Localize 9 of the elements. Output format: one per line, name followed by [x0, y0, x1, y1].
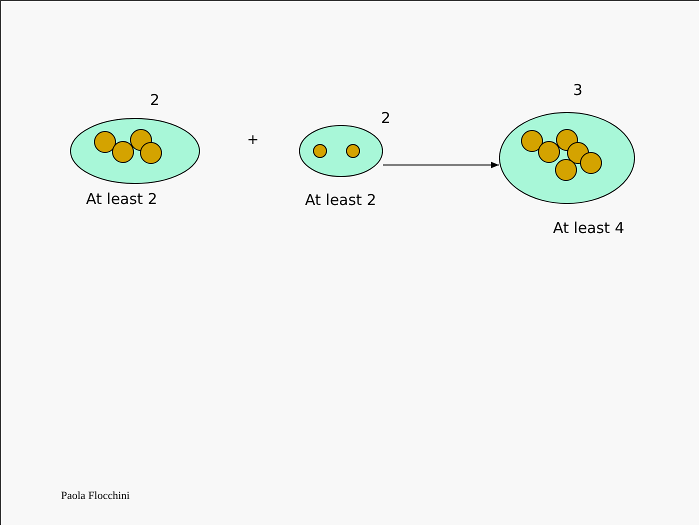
count-label: 2	[150, 91, 160, 109]
arrow	[382, 162, 500, 168]
count-label: 3	[573, 81, 583, 99]
condition-label: At least 2	[86, 190, 158, 208]
condition-label: At least 4	[553, 219, 624, 237]
count-label: 2	[381, 109, 391, 127]
author-name: Paola Flocchini	[61, 490, 130, 502]
condition-label: At least 2	[305, 191, 376, 209]
plus-sign: +	[247, 132, 259, 148]
